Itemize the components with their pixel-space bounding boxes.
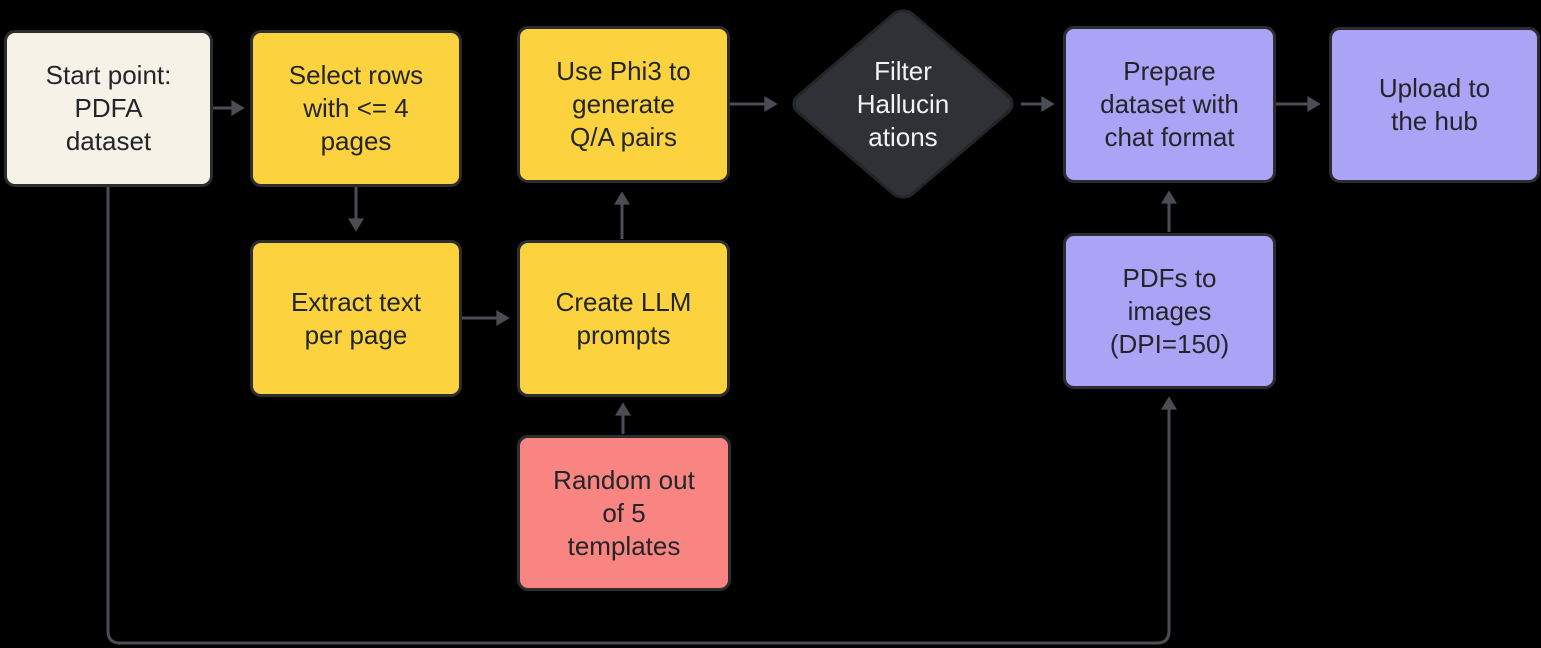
node-start-point-label: Start point: PDFA dataset (45, 60, 172, 156)
node-use-phi3-label: Use Phi3 to generate Q/A pairs (556, 56, 691, 152)
node-create-llm-prompts: Create LLM prompts (517, 240, 730, 397)
node-random-templates: Random out of 5 templates (517, 435, 731, 591)
node-create-llm-prompts-label: Create LLM prompts (555, 286, 692, 350)
node-prepare-dataset: Prepare dataset with chat format (1063, 26, 1276, 183)
node-pdfs-to-images-label: PDFs to images (DPI=150) (1109, 262, 1230, 359)
node-filter-hallucinations-label: Filter Hallucin ations (856, 55, 950, 152)
node-prepare-dataset-label: Prepare dataset with chat format (1100, 56, 1239, 152)
node-start-point: Start point: PDFA dataset (4, 30, 213, 187)
node-upload-hub-label: Upload to the hub (1378, 73, 1491, 136)
node-random-templates-label: Random out of 5 templates (553, 464, 695, 561)
node-filter-hallucinations: Filter Hallucin ations (786, 4, 1020, 204)
node-select-rows-label: Select rows with <= 4 pages (288, 60, 424, 156)
node-pdfs-to-images: PDFs to images (DPI=150) (1063, 233, 1276, 389)
node-extract-text: Extract text per page (250, 240, 462, 397)
node-upload-hub: Upload to the hub (1329, 27, 1540, 183)
node-extract-text-label: Extract text per page (290, 286, 422, 350)
node-select-rows: Select rows with <= 4 pages (250, 30, 462, 187)
node-use-phi3: Use Phi3 to generate Q/A pairs (517, 26, 730, 183)
